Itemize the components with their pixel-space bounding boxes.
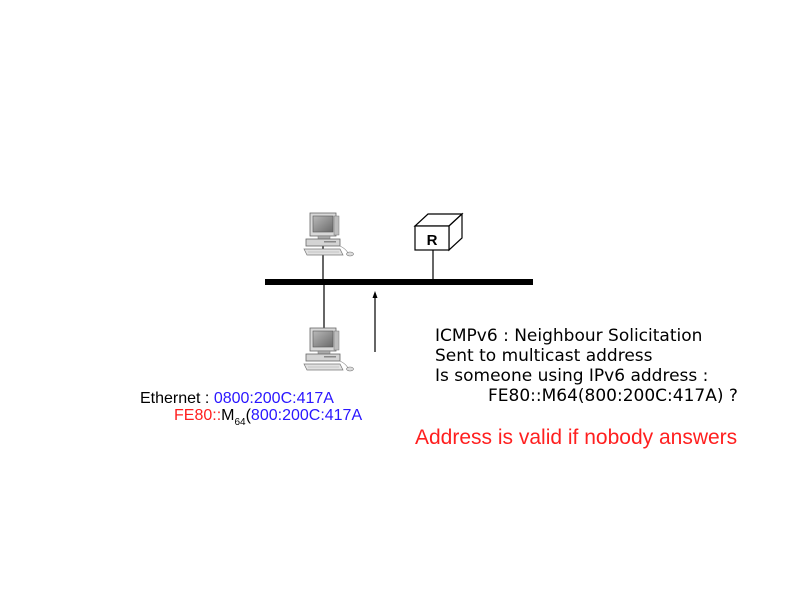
validity-note: Address is valid if nobody answers <box>415 426 738 449</box>
link-local-mac: 800:200C:417A <box>250 407 363 424</box>
message-line: Is someone using IPv6 address : <box>435 366 709 386</box>
message-line: ICMPv6 : Neighbour Solicitation <box>435 326 703 346</box>
message-line: Sent to multicast address <box>435 346 653 366</box>
ethernet-label: Ethernet : <box>140 390 214 407</box>
message-line: FE80::M64(800:200C:417A) ? <box>488 386 738 406</box>
router-label: R <box>427 232 438 249</box>
solicitation-arrow <box>372 291 378 352</box>
mapping-subscript: 64 <box>234 417 246 428</box>
desktop-computer-icon <box>303 212 354 257</box>
link-local-address: FE80::M64(800:200C:417A <box>174 408 362 428</box>
desktop-computer-icon <box>303 327 354 372</box>
link-local-separator: :: <box>212 407 222 424</box>
ethernet-bus <box>265 279 533 285</box>
ethernet-address: Ethernet : 0800:200C:417A <box>140 391 334 407</box>
mac-address: 0800:200C:417A <box>213 390 334 407</box>
link-local-prefix: FE80 <box>174 407 213 424</box>
mapping-function: M <box>221 407 235 424</box>
neighbour-solicitation-message: ICMPv6 : Neighbour Solicitation Sent to … <box>435 326 738 406</box>
open-paren: ( <box>245 407 251 424</box>
router-box-icon: R <box>413 212 464 252</box>
